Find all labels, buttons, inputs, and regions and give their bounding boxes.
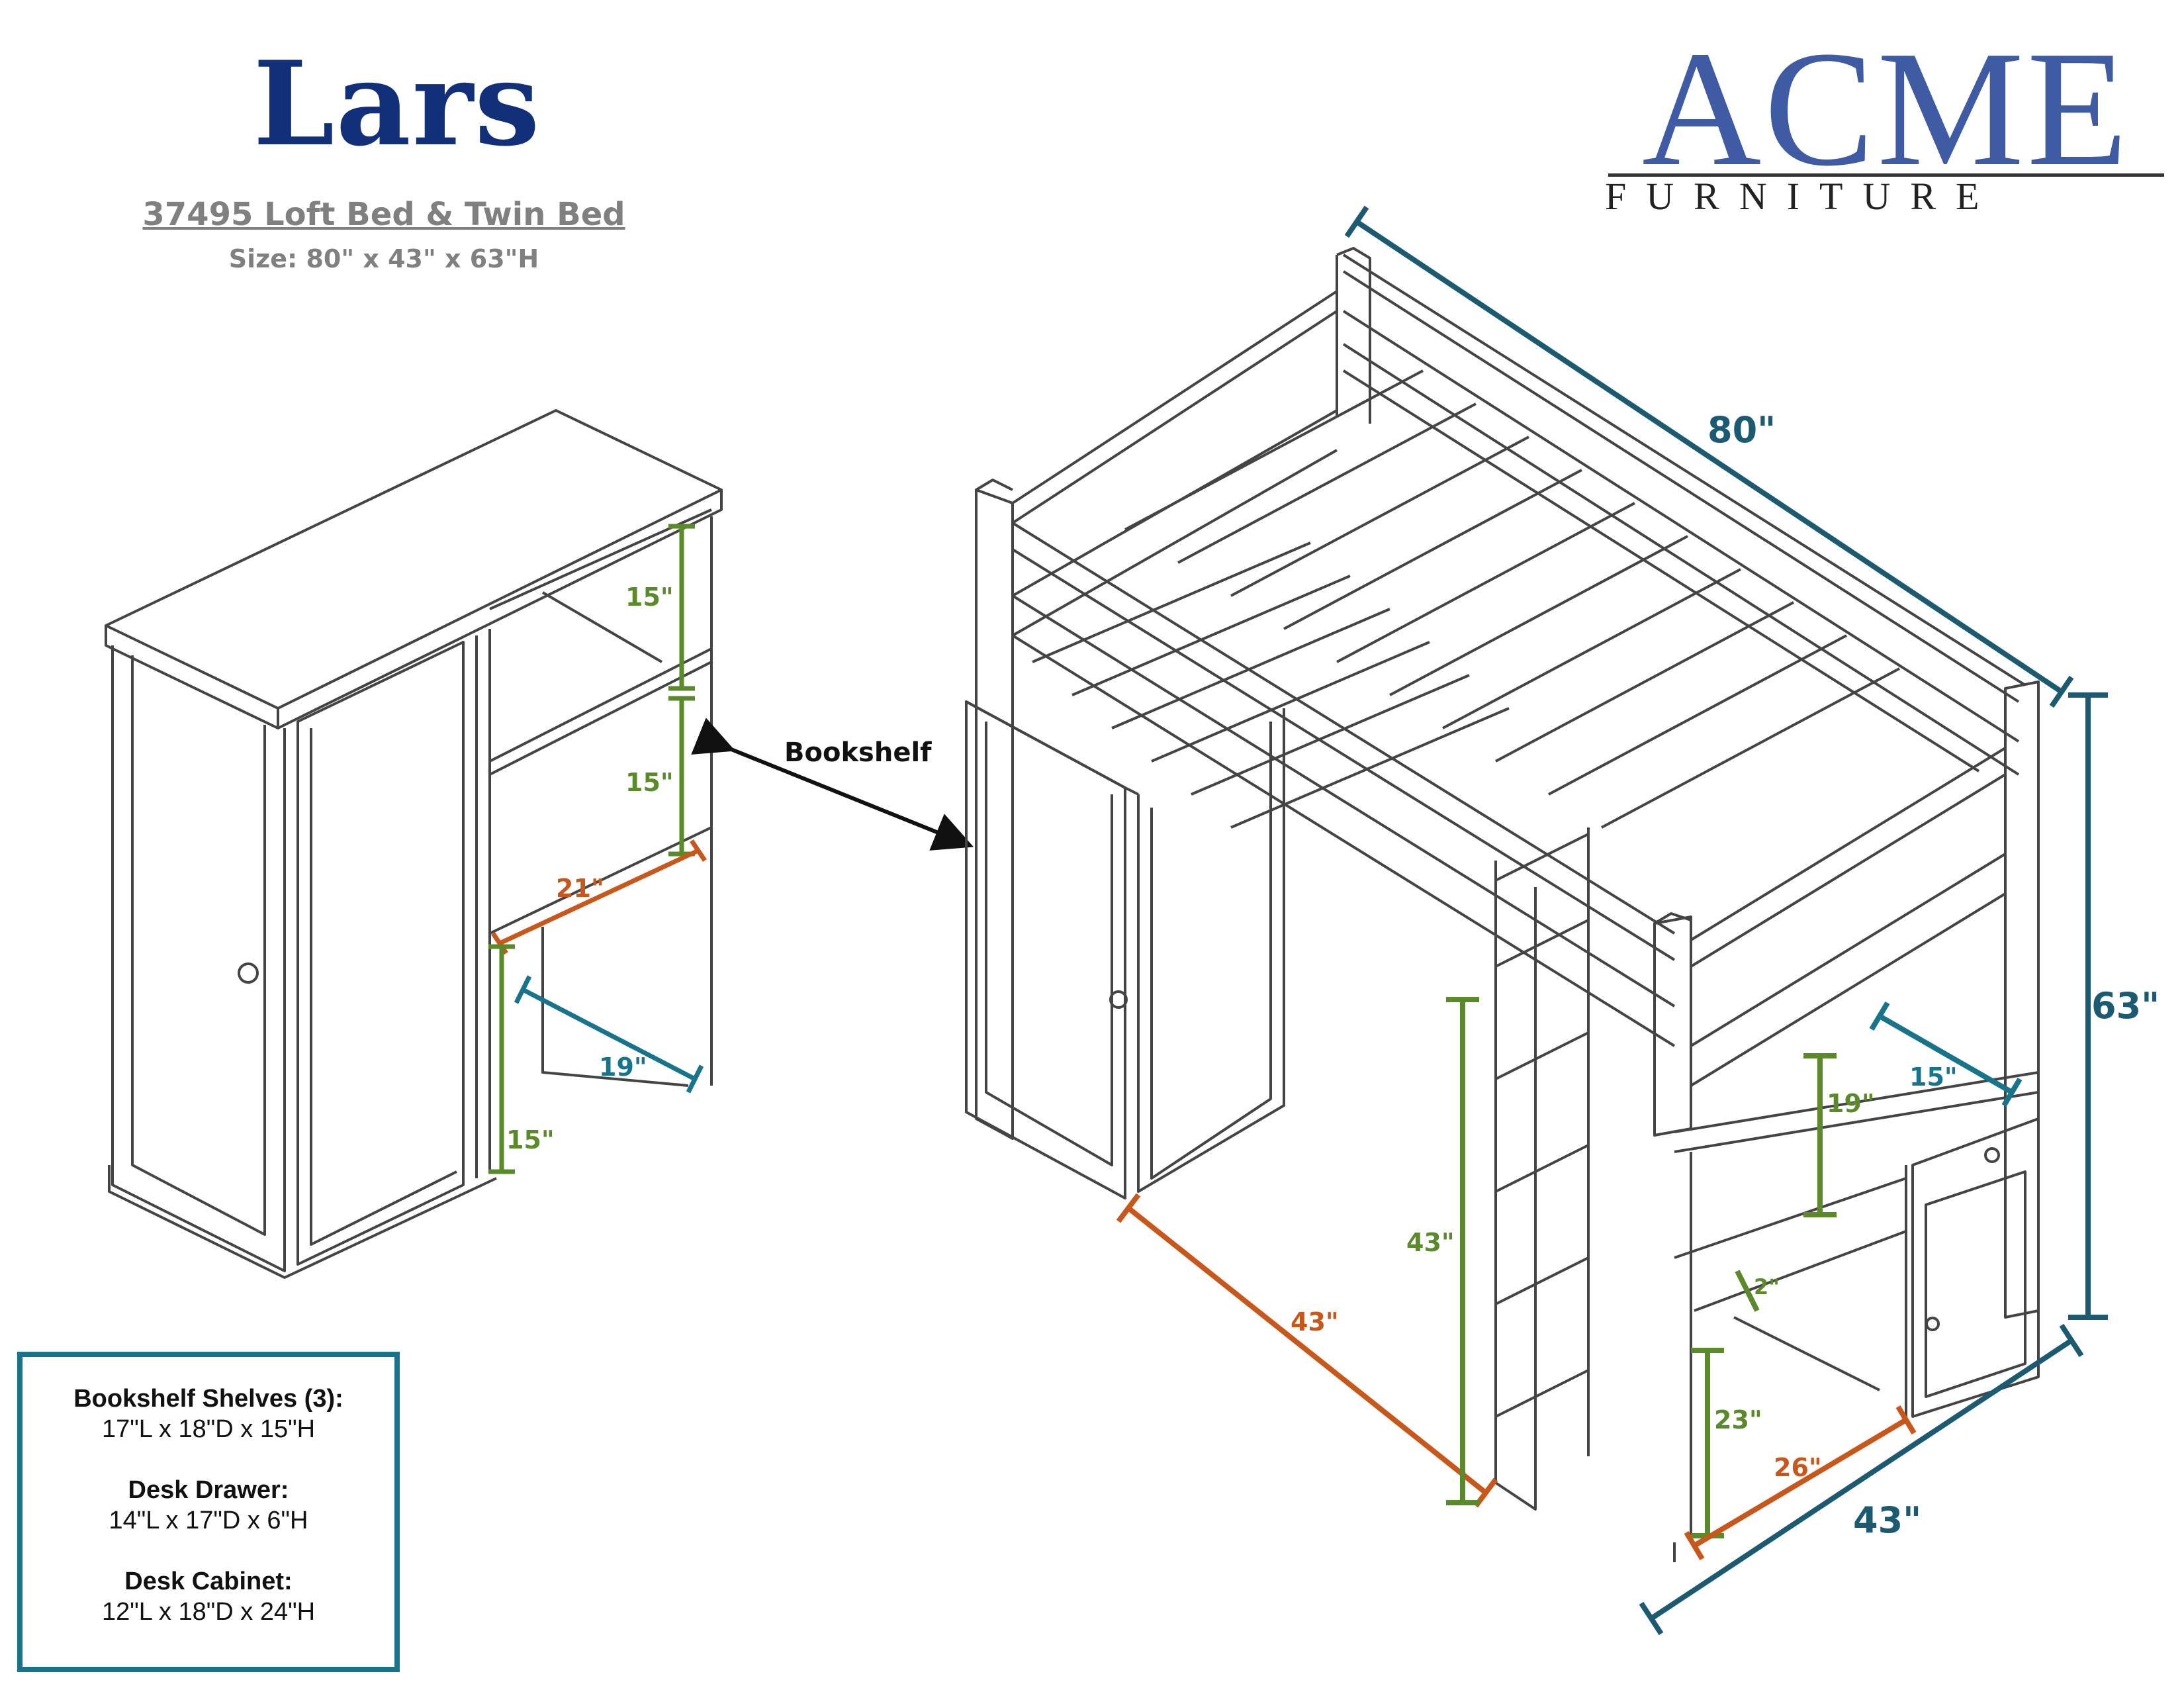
label-bookshelf-shelf-1: 15" xyxy=(625,583,674,612)
bookshelf-callout-arrow xyxy=(691,718,974,851)
label-desk-knee-width: 26" xyxy=(1774,1453,1822,1482)
info-value-cabinet: 12"L x 18"D x 24"H xyxy=(101,1598,316,1626)
model-number: 37495 Loft Bed & Twin Bed xyxy=(142,196,625,233)
info-value-drawer: 14"L x 17"D x 6"H xyxy=(109,1507,308,1534)
info-value-shelves: 17"L x 18"D x 15"H xyxy=(101,1415,316,1443)
label-bookshelf-callout: Bookshelf xyxy=(784,737,932,768)
label-bookshelf-depth: 19" xyxy=(599,1053,647,1082)
info-heading-shelves: Bookshelf Shelves (3): xyxy=(73,1385,343,1413)
label-bookshelf-shelf-2: 15" xyxy=(625,768,674,797)
brand-tagline: FURNITURE xyxy=(1605,175,1999,218)
bookshelf-drawing xyxy=(105,409,723,1279)
label-bookshelf-shelf-3: 15" xyxy=(506,1125,555,1154)
loft-bed-drawing xyxy=(965,247,2040,1562)
bed-dimensions xyxy=(1116,205,2108,1636)
dimensions-info-box: Bookshelf Shelves (3): 17"L x 18"D x 15"… xyxy=(17,1352,400,1672)
info-heading-drawer: Desk Drawer: xyxy=(128,1476,289,1504)
label-bed-length: 80" xyxy=(1707,409,1776,451)
info-heading-cabinet: Desk Cabinet: xyxy=(124,1568,293,1595)
label-bed-width: 43" xyxy=(1853,1499,1921,1541)
label-under-bed-clearance: 43" xyxy=(1406,1228,1455,1257)
label-bookshelf-width: 21" xyxy=(556,874,604,903)
label-desk-knee-height: 23" xyxy=(1714,1405,1762,1434)
label-desk-hutch-height: 19" xyxy=(1827,1089,1875,1118)
label-desk-hutch-depth: 15" xyxy=(1909,1062,1958,1092)
label-desk-top: 2" xyxy=(1754,1274,1780,1299)
product-title: Lars xyxy=(253,36,541,172)
overall-size: Size: 80" x 43" x 63"H xyxy=(228,244,539,273)
label-bed-height: 63" xyxy=(2091,985,2160,1027)
label-under-bed-length: 43" xyxy=(1291,1307,1339,1336)
logo-divider xyxy=(1608,173,2164,177)
brand-logo: ACME xyxy=(1641,17,2131,201)
bookshelf-dimensions xyxy=(488,524,707,1174)
